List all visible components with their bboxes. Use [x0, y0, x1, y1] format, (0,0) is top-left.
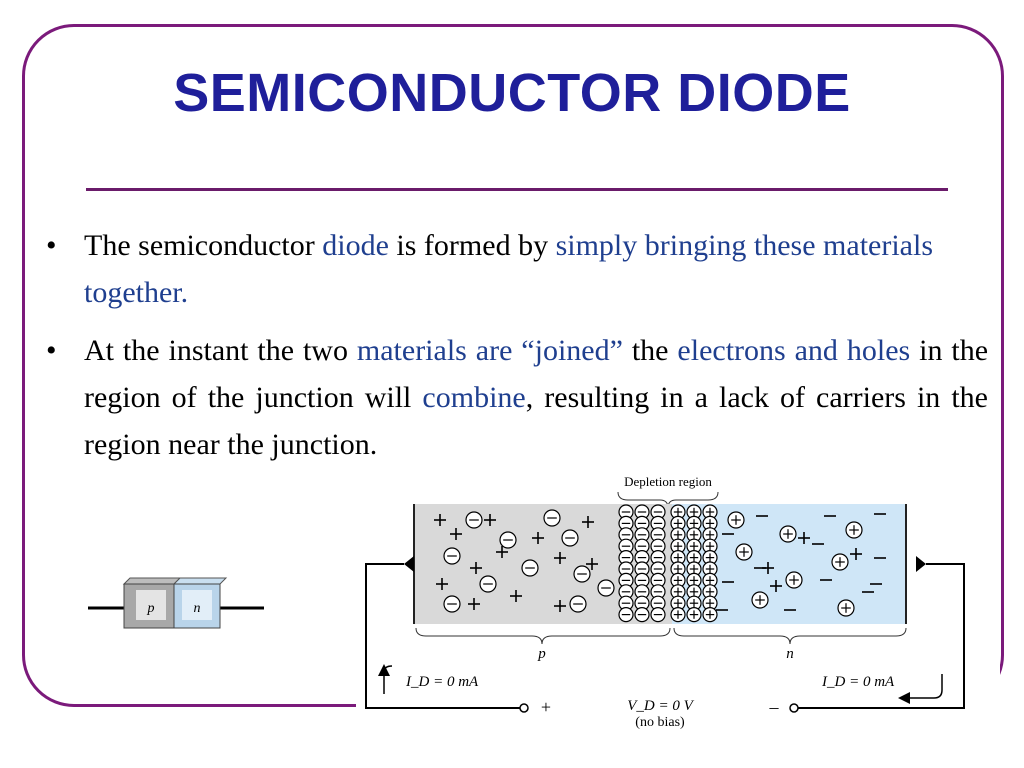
donor-ion-icon: [831, 553, 849, 571]
bullet-icon: •: [46, 334, 57, 367]
hole-plus-icon: [450, 528, 462, 540]
depletion-acceptor-ion-icon: [634, 504, 650, 520]
right-lead-wire: [798, 563, 965, 709]
depletion-donor-ion-icon: [702, 607, 718, 623]
left-lead-wire: [365, 563, 520, 709]
electron-plus-icon: [798, 532, 810, 544]
hole-plus-icon: [554, 552, 566, 564]
bullet-text-plain: is formed by: [388, 229, 556, 262]
bullet-text-highlight: electrons and holes: [677, 334, 911, 367]
left-current-label: I_D = 0 mA: [405, 674, 479, 690]
title-divider: [86, 188, 948, 191]
plus-terminal: +: [541, 697, 551, 717]
charge-carriers: [434, 504, 886, 623]
depletion-acceptor-ion-icon: [618, 504, 634, 520]
depletion-acceptor-ion-icon: [650, 515, 666, 532]
depletion-donor-ion-icon: [670, 549, 686, 566]
electron-plus-icon: [850, 548, 862, 560]
acceptor-ion-icon: [443, 595, 461, 613]
depletion-acceptor-ion-icon: [634, 561, 650, 577]
bullet-text-highlight: simply bringing these materials together…: [84, 229, 933, 309]
diode-p-label: p: [147, 601, 155, 616]
n-region-label: n: [786, 646, 794, 662]
bullet-text-plain: At the instant the two: [84, 334, 357, 367]
hole-plus-icon: [436, 578, 448, 590]
right-current-label: I_D = 0 mA: [821, 674, 895, 690]
acceptor-ion-icon: [573, 565, 591, 583]
bullet-text-highlight: materials are “joined”: [356, 334, 623, 367]
diode-n-label: n: [194, 601, 201, 616]
depletion-donor-ion-icon: [670, 504, 686, 520]
acceptor-ion-icon: [597, 579, 615, 597]
donor-ion-icon: [837, 599, 855, 617]
depletion-donor-ion-icon: [702, 595, 718, 611]
donor-ion-icon: [785, 571, 803, 589]
donor-ion-icon: [735, 543, 753, 561]
depletion-donor-ion-icon: [702, 561, 718, 577]
bullet-text-plain: , resulting in a lack of carriers in the…: [84, 381, 988, 461]
depletion-donor-ion-icon: [686, 504, 702, 520]
bullet-text-plain: the: [622, 334, 678, 367]
hole-plus-icon: [510, 590, 522, 602]
p-region-label: p: [537, 646, 546, 662]
acceptor-ion-icon: [443, 547, 461, 565]
bullet-list: • The semiconductor diode is formed by s…: [46, 222, 988, 479]
acceptor-ion-icon: [499, 531, 517, 549]
electron-plus-icon: [770, 580, 782, 592]
depletion-donor-ion-icon: [686, 527, 702, 543]
acceptor-ion-icon: [561, 529, 579, 547]
donor-ion-icon: [751, 591, 769, 609]
bullet-icon: •: [46, 229, 57, 262]
donor-ion-icon: [779, 525, 797, 543]
depletion-donor-ion-icon: [686, 538, 702, 554]
bullet-text-plain: The semiconductor: [84, 229, 323, 262]
hole-plus-icon: [582, 516, 594, 528]
minus-terminal: –: [769, 697, 780, 717]
hole-plus-icon: [484, 514, 496, 526]
bullet-text-highlight: diode: [322, 229, 389, 262]
hole-plus-icon: [470, 562, 482, 574]
depletion-donor-ion-icon: [670, 538, 686, 554]
electron-plus-icon: [762, 562, 774, 574]
depletion-acceptor-ion-icon: [650, 607, 666, 623]
depletion-diagram: Depletion region p n I_D = 0 mA I_D = 0 …: [356, 464, 1000, 768]
hole-plus-icon: [532, 532, 544, 544]
hole-plus-icon: [434, 514, 446, 526]
donor-ion-icon: [727, 511, 745, 529]
hole-plus-icon: [496, 546, 508, 558]
depletion-region-label: Depletion region: [624, 474, 712, 489]
bullet-text-plain: in the region of the junction will: [84, 334, 989, 414]
depletion-acceptor-ion-icon: [650, 572, 666, 589]
acceptor-ion-icon: [479, 575, 497, 593]
depletion-acceptor-ion-icon: [618, 607, 634, 623]
depletion-acceptor-ion-icon: [634, 584, 650, 600]
hole-plus-icon: [468, 598, 480, 610]
acceptor-ion-icon: [465, 511, 483, 529]
donor-ion-icon: [845, 521, 863, 539]
bullet-item: • The semiconductor diode is formed by s…: [46, 222, 988, 316]
bullet-item: • At the instant the two materials are “…: [46, 327, 988, 468]
depletion-donor-ion-icon: [702, 538, 718, 554]
acceptor-ion-icon: [521, 559, 539, 577]
depletion-acceptor-ion-icon: [634, 515, 650, 532]
hole-plus-icon: [554, 600, 566, 612]
depletion-donor-ion-icon: [686, 607, 702, 623]
slide-title: SEMICONDUCTOR DIODE: [173, 63, 851, 123]
depletion-donor-ion-icon: [702, 504, 718, 520]
bias-note: (no bias): [635, 715, 685, 730]
diode-package-icon: p n: [88, 577, 264, 629]
depletion-acceptor-ion-icon: [618, 527, 634, 543]
depletion-acceptor-ion-icon: [634, 527, 650, 543]
depletion-acceptor-ion-icon: [650, 504, 666, 520]
depletion-donor-ion-icon: [670, 607, 686, 623]
acceptor-ion-icon: [543, 509, 561, 527]
voltage-label: V_D = 0 V: [627, 698, 694, 714]
bullet-text-highlight: combine: [422, 381, 526, 414]
depletion-donor-ion-icon: [686, 549, 702, 566]
depletion-acceptor-ion-icon: [634, 595, 650, 611]
depletion-acceptor-ion-icon: [650, 561, 666, 577]
acceptor-ion-icon: [569, 595, 587, 613]
depletion-acceptor-ion-icon: [634, 607, 650, 623]
hole-plus-icon: [586, 558, 598, 570]
